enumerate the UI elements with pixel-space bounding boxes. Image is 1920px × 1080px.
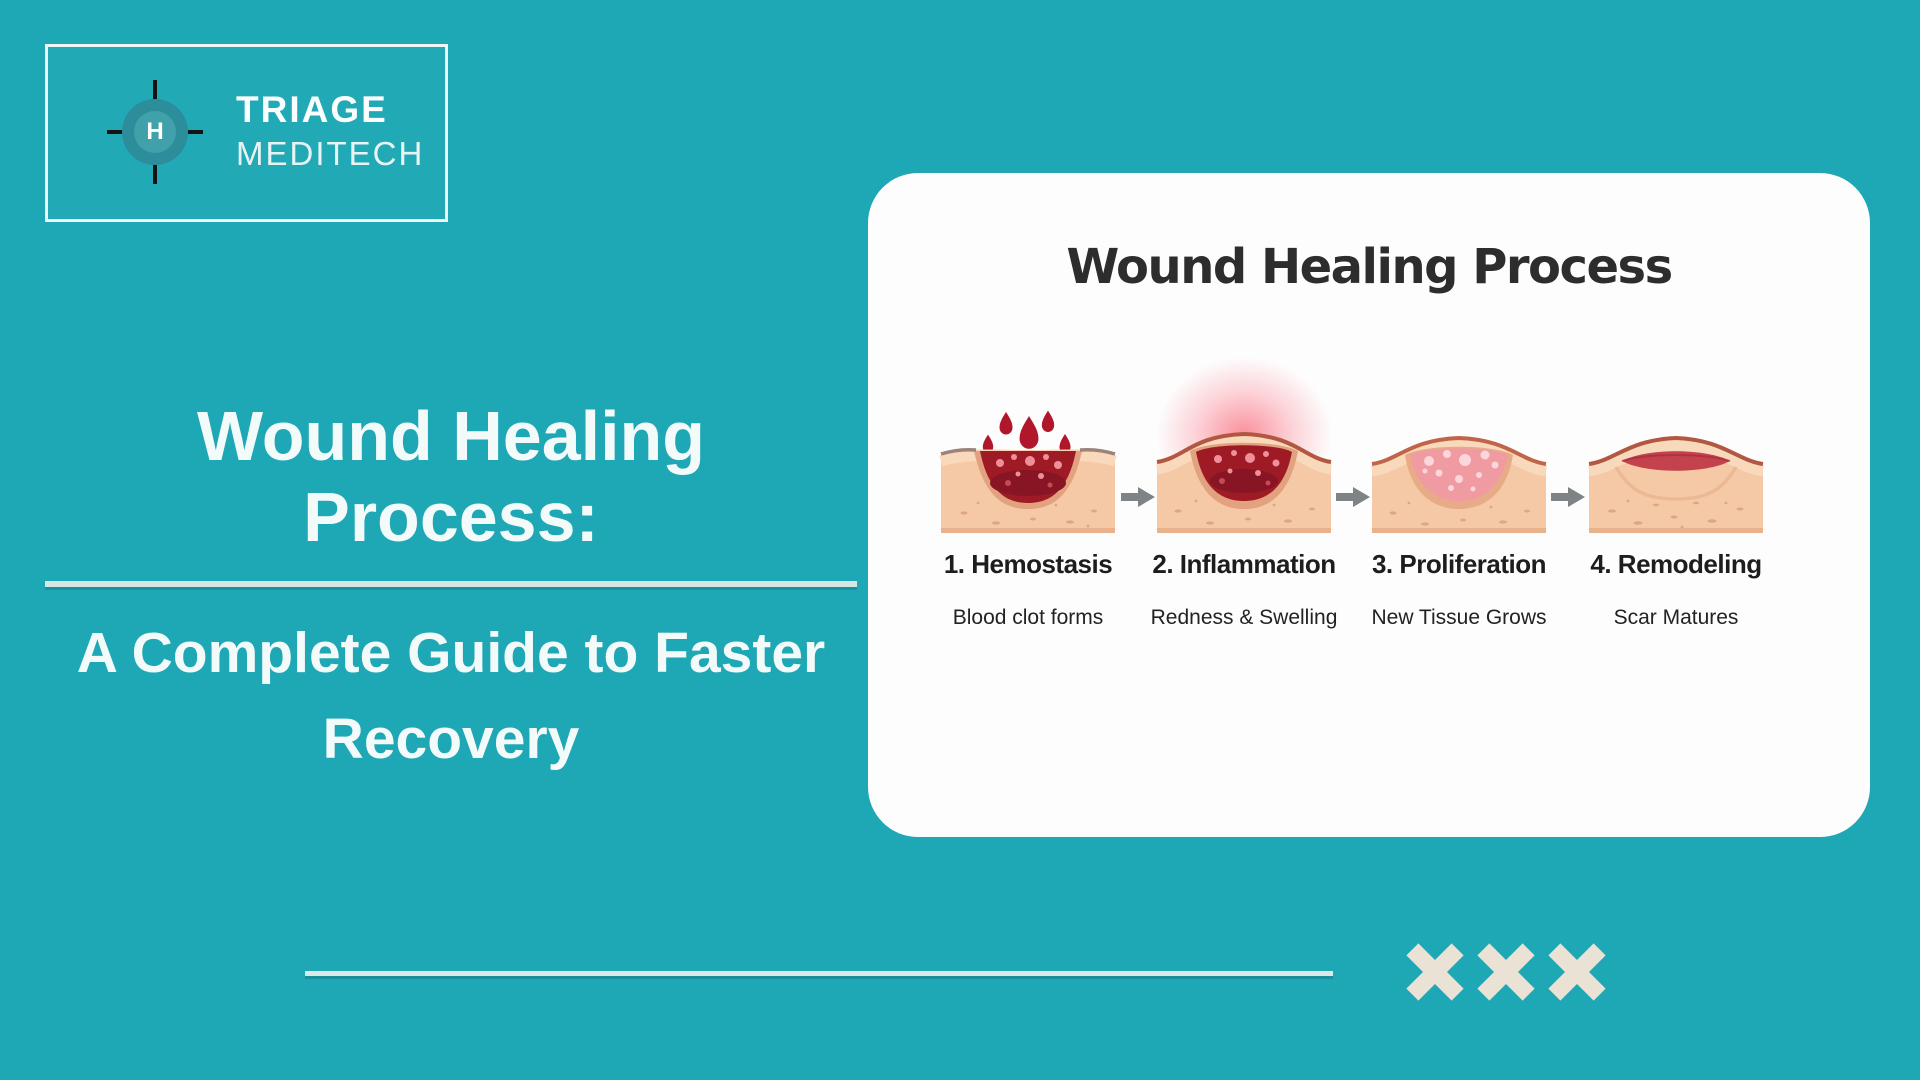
hero-subtitle: A Complete Guide to Faster Recovery <box>45 611 857 782</box>
brand-name-secondary: MEDITECH <box>236 135 425 172</box>
brand-logo-box: H TRIAGE MEDITECH <box>45 44 448 222</box>
hero-divider-line <box>45 581 857 587</box>
right-arrow-icon <box>1121 487 1155 507</box>
brand-wordmark: TRIAGE MEDITECH <box>236 91 424 170</box>
hero-subtitle-line2: Recovery <box>322 706 580 771</box>
stage-description: Redness & Swelling <box>1150 606 1338 629</box>
hero-subtitle-line1: A Complete Guide to Faster <box>76 621 826 685</box>
right-arrow-icon <box>1551 487 1585 507</box>
proliferation-wound-illustration <box>1370 435 1548 533</box>
remodeling-wound-illustration <box>1587 435 1765 533</box>
stage-name: 2. Inflammation <box>1152 549 1336 579</box>
crosshair-target-icon: H <box>107 80 203 184</box>
stage-description: Blood clot forms <box>952 606 1104 629</box>
right-arrow-icon <box>1336 487 1370 507</box>
stage-description: Scar Matures <box>1613 606 1739 629</box>
stage-name: 4. Remodeling <box>1590 549 1762 579</box>
hemostasis-wound-illustration <box>939 410 1117 533</box>
stage-name: 3. Proliferation <box>1371 549 1547 579</box>
stage-description: New Tissue Grows <box>1371 606 1547 629</box>
footer-divider-line <box>305 971 1333 976</box>
x-mark-icon <box>1481 944 1531 1000</box>
stage-proliferation: 3. Proliferation New Tissue Grows <box>1364 333 1554 630</box>
hero-section: Wound Healing Process: A Complete Guide … <box>45 396 857 782</box>
logo-letter-badge: H <box>134 111 176 153</box>
process-card: Wound Healing Process <box>868 173 1870 837</box>
stage-inflammation: 2. Inflammation Redness & Swelling <box>1149 333 1339 630</box>
stage-name: 1. Hemostasis <box>943 549 1113 579</box>
card-title: Wound Healing Process <box>1066 239 1673 295</box>
x-mark-icon <box>1410 944 1460 1000</box>
brand-name-primary: TRIAGE <box>236 89 388 130</box>
stage-hemostasis: 1. Hemostasis Blood clot forms <box>933 333 1123 630</box>
x-mark-icon <box>1552 944 1602 1000</box>
x-marks-decoration <box>1410 944 1602 1000</box>
logo-letter: H <box>146 118 164 145</box>
stage-remodeling: 4. Remodeling Scar Matures <box>1581 333 1771 630</box>
hero-title: Wound Healing Process: <box>196 397 706 556</box>
inflammation-wound-illustration <box>1155 357 1333 533</box>
